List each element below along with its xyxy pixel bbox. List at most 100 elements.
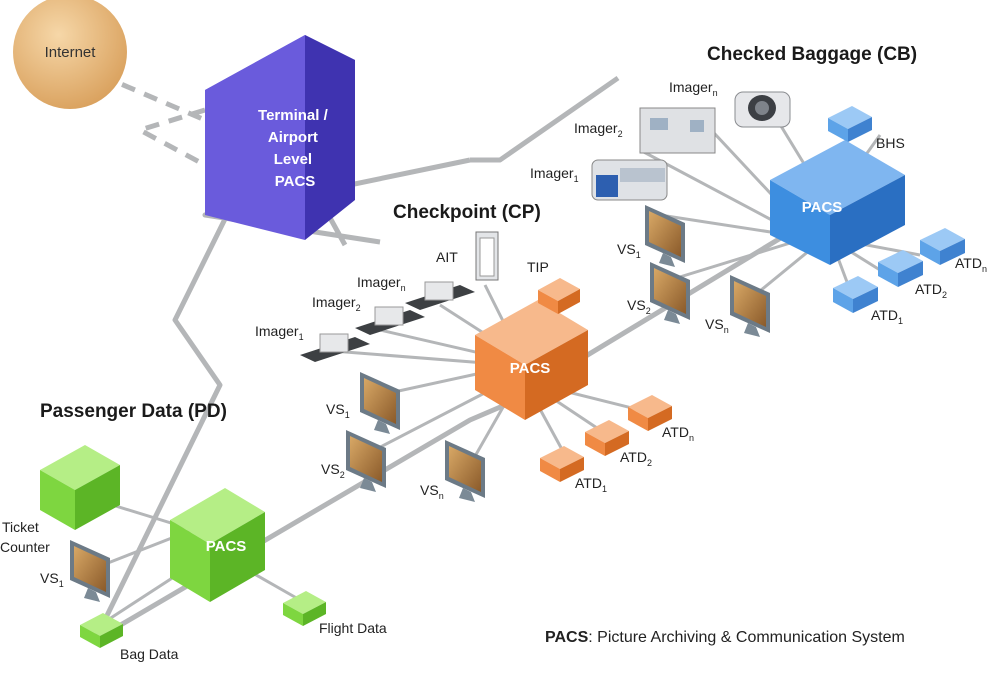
cb-vs-2-monitor [650, 262, 690, 324]
cb-vs-1-sub: 1 [636, 250, 641, 260]
cb-atd-1-box [833, 276, 878, 313]
pd-flight-data-box [283, 591, 326, 626]
cp-vs-2-sub: 2 [340, 470, 345, 480]
cp-vs-n-sub: n [439, 491, 444, 501]
cb-imager-2-sub: 2 [618, 129, 623, 139]
cb-imager-2-label: Imager [574, 120, 618, 136]
cb-atd-2-box [878, 250, 923, 287]
cp-tip-box [538, 278, 580, 314]
pd-bag-data-label: Bag Data [120, 646, 179, 662]
cb-vs-n-label: VS [705, 316, 724, 332]
svg-text:ATDn: ATDn [955, 255, 987, 274]
pd-pacs-label: PACS [206, 538, 247, 555]
cb-imager-1-label: Imager [530, 165, 574, 181]
cp-atd-2-label: ATD [620, 449, 647, 465]
cb-atd-1-sub: 1 [898, 316, 903, 326]
cb-pacs-label: PACS [802, 199, 843, 216]
cp-ait-machine [475, 231, 499, 281]
cp-imager-2-label: Imager [312, 294, 356, 310]
legend-term: PACS [545, 629, 589, 646]
svg-text:Ticket Counter: Ticket Counter [0, 519, 50, 555]
cp-tip-label: TIP [527, 259, 549, 275]
cb-imager-n-label: Imager [669, 79, 713, 95]
cp-imager-n-label: Imager [357, 274, 401, 290]
cp-ait-label: AIT [436, 249, 458, 265]
cp-atd-n-label: ATD [662, 424, 689, 440]
cp-heading: Checkpoint (CP) [393, 202, 541, 223]
internet-node: Internet [13, 0, 127, 109]
cb-atd-n-label: ATD [955, 255, 982, 271]
cb-vs-1-monitor [645, 205, 685, 267]
cb-pacs-box: PACS [770, 140, 905, 265]
cb-imager-n-sub: n [713, 88, 718, 98]
svg-text:Imagern: Imagern [669, 79, 718, 98]
cp-imager-1-label: Imager [255, 323, 299, 339]
cp-vs-2-monitor [346, 430, 386, 492]
terminal-label-3: Level [274, 151, 312, 168]
cb-imager-1-sub: 1 [574, 174, 579, 184]
cb-bhs-box [828, 106, 872, 142]
cp-imager-1-machine [300, 333, 370, 362]
cp-vs-1-label: VS [326, 401, 345, 417]
cp-vs-n-label: VS [420, 482, 439, 498]
cp-imager-2-sub: 2 [356, 303, 361, 313]
cp-imager-n-machine [405, 281, 475, 310]
cb-bhs-label: BHS [876, 135, 905, 151]
cp-vs-1-sub: 1 [345, 410, 350, 420]
pd-counter-label: Counter [0, 539, 50, 555]
cp-vs-1-monitor [360, 372, 400, 434]
cb-vs-2-sub: 2 [646, 306, 651, 316]
svg-text:Terminal / Airport: Terminal / Airport Level PACS [258, 107, 332, 190]
pd-pacs-box: PACS [170, 488, 265, 602]
cp-imager-2-machine [355, 306, 425, 335]
svg-text:ATDn: ATDn [662, 424, 694, 443]
svg-text:PACS: Picture Archiving & Comm: PACS: Picture Archiving & Communication … [545, 629, 905, 646]
cb-atd-n-box [920, 228, 965, 265]
cb-imager-1-machine [591, 159, 668, 201]
cp-atd-1-box [540, 446, 584, 482]
internet-label: Internet [45, 44, 97, 61]
svg-text:Imager2: Imager2 [574, 120, 623, 139]
cp-pacs-box: PACS [475, 300, 588, 420]
cb-vs-n-monitor [730, 275, 770, 337]
cb-heading: Checked Baggage (CB) [707, 44, 917, 65]
cb-atd-1-label: ATD [871, 307, 898, 323]
terminal-label-4: PACS [275, 173, 316, 190]
cb-atd-2-sub: 2 [942, 290, 947, 300]
cp-atd-1-sub: 1 [602, 484, 607, 494]
cb-vs-n-sub: n [724, 325, 729, 335]
svg-text:ATD2: ATD2 [620, 449, 652, 468]
svg-text:VS2: VS2 [321, 461, 345, 480]
terminal-pacs-box: Terminal / Airport Level PACS [205, 35, 355, 240]
pd-bag-data-box [80, 613, 123, 648]
svg-text:ATD2: ATD2 [915, 281, 947, 300]
cp-atd-n-sub: n [689, 433, 694, 443]
pd-vs-1-label: VS [40, 570, 59, 586]
svg-text:VS1: VS1 [326, 401, 350, 420]
cp-pacs-label: PACS [510, 360, 551, 377]
cp-atd-1-label: ATD [575, 475, 602, 491]
pd-ticket-label: Ticket [2, 519, 39, 535]
cp-vs-2-label: VS [321, 461, 340, 477]
svg-text:ATD1: ATD1 [575, 475, 607, 494]
cb-vs-1-label: VS [617, 241, 636, 257]
svg-text:Imager1: Imager1 [530, 165, 579, 184]
svg-text:Imagern: Imagern [357, 274, 406, 293]
cp-atd-2-box [585, 420, 629, 456]
cp-imager-n-sub: n [401, 283, 406, 293]
cb-vs-2-label: VS [627, 297, 646, 313]
cp-imager-1-sub: 1 [299, 332, 304, 342]
terminal-label-1: Terminal / [258, 107, 329, 124]
pd-vs-1-monitor [70, 540, 110, 602]
svg-text:ATD1: ATD1 [871, 307, 903, 326]
cb-imager-2-machine [639, 107, 716, 154]
cb-imager-n-machine [734, 91, 791, 128]
pd-flight-data-label: Flight Data [319, 620, 387, 636]
pd-vs-1-sub: 1 [59, 579, 64, 589]
cb-atd-2-label: ATD [915, 281, 942, 297]
legend-definition: : Picture Archiving & Communication Syst… [588, 629, 905, 646]
svg-text:VS2: VS2 [627, 297, 651, 316]
cp-atd-n-box [628, 395, 672, 431]
